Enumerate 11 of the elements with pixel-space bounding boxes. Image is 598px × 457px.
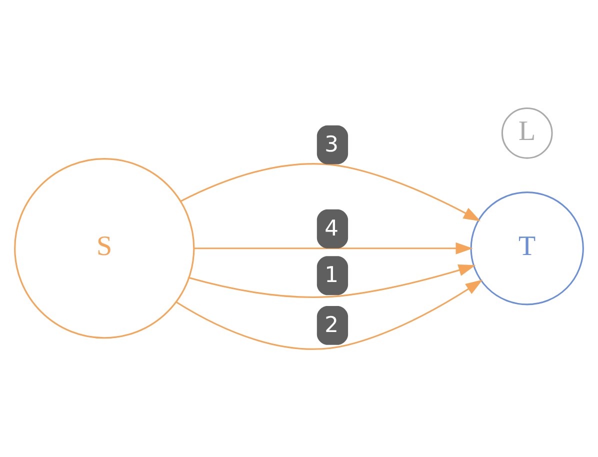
arrow [176,279,483,350]
arrow [194,242,473,254]
node-circle: T [470,191,584,305]
arrow [180,162,481,221]
arrow [188,264,476,298]
node-circle: S [14,158,195,338]
node-circle: L [501,106,553,158]
edge-label: 2 [324,312,339,338]
edge-label: 4 [324,216,339,241]
edge-label: 3 [324,132,339,157]
edge-label: 1 [324,262,339,288]
